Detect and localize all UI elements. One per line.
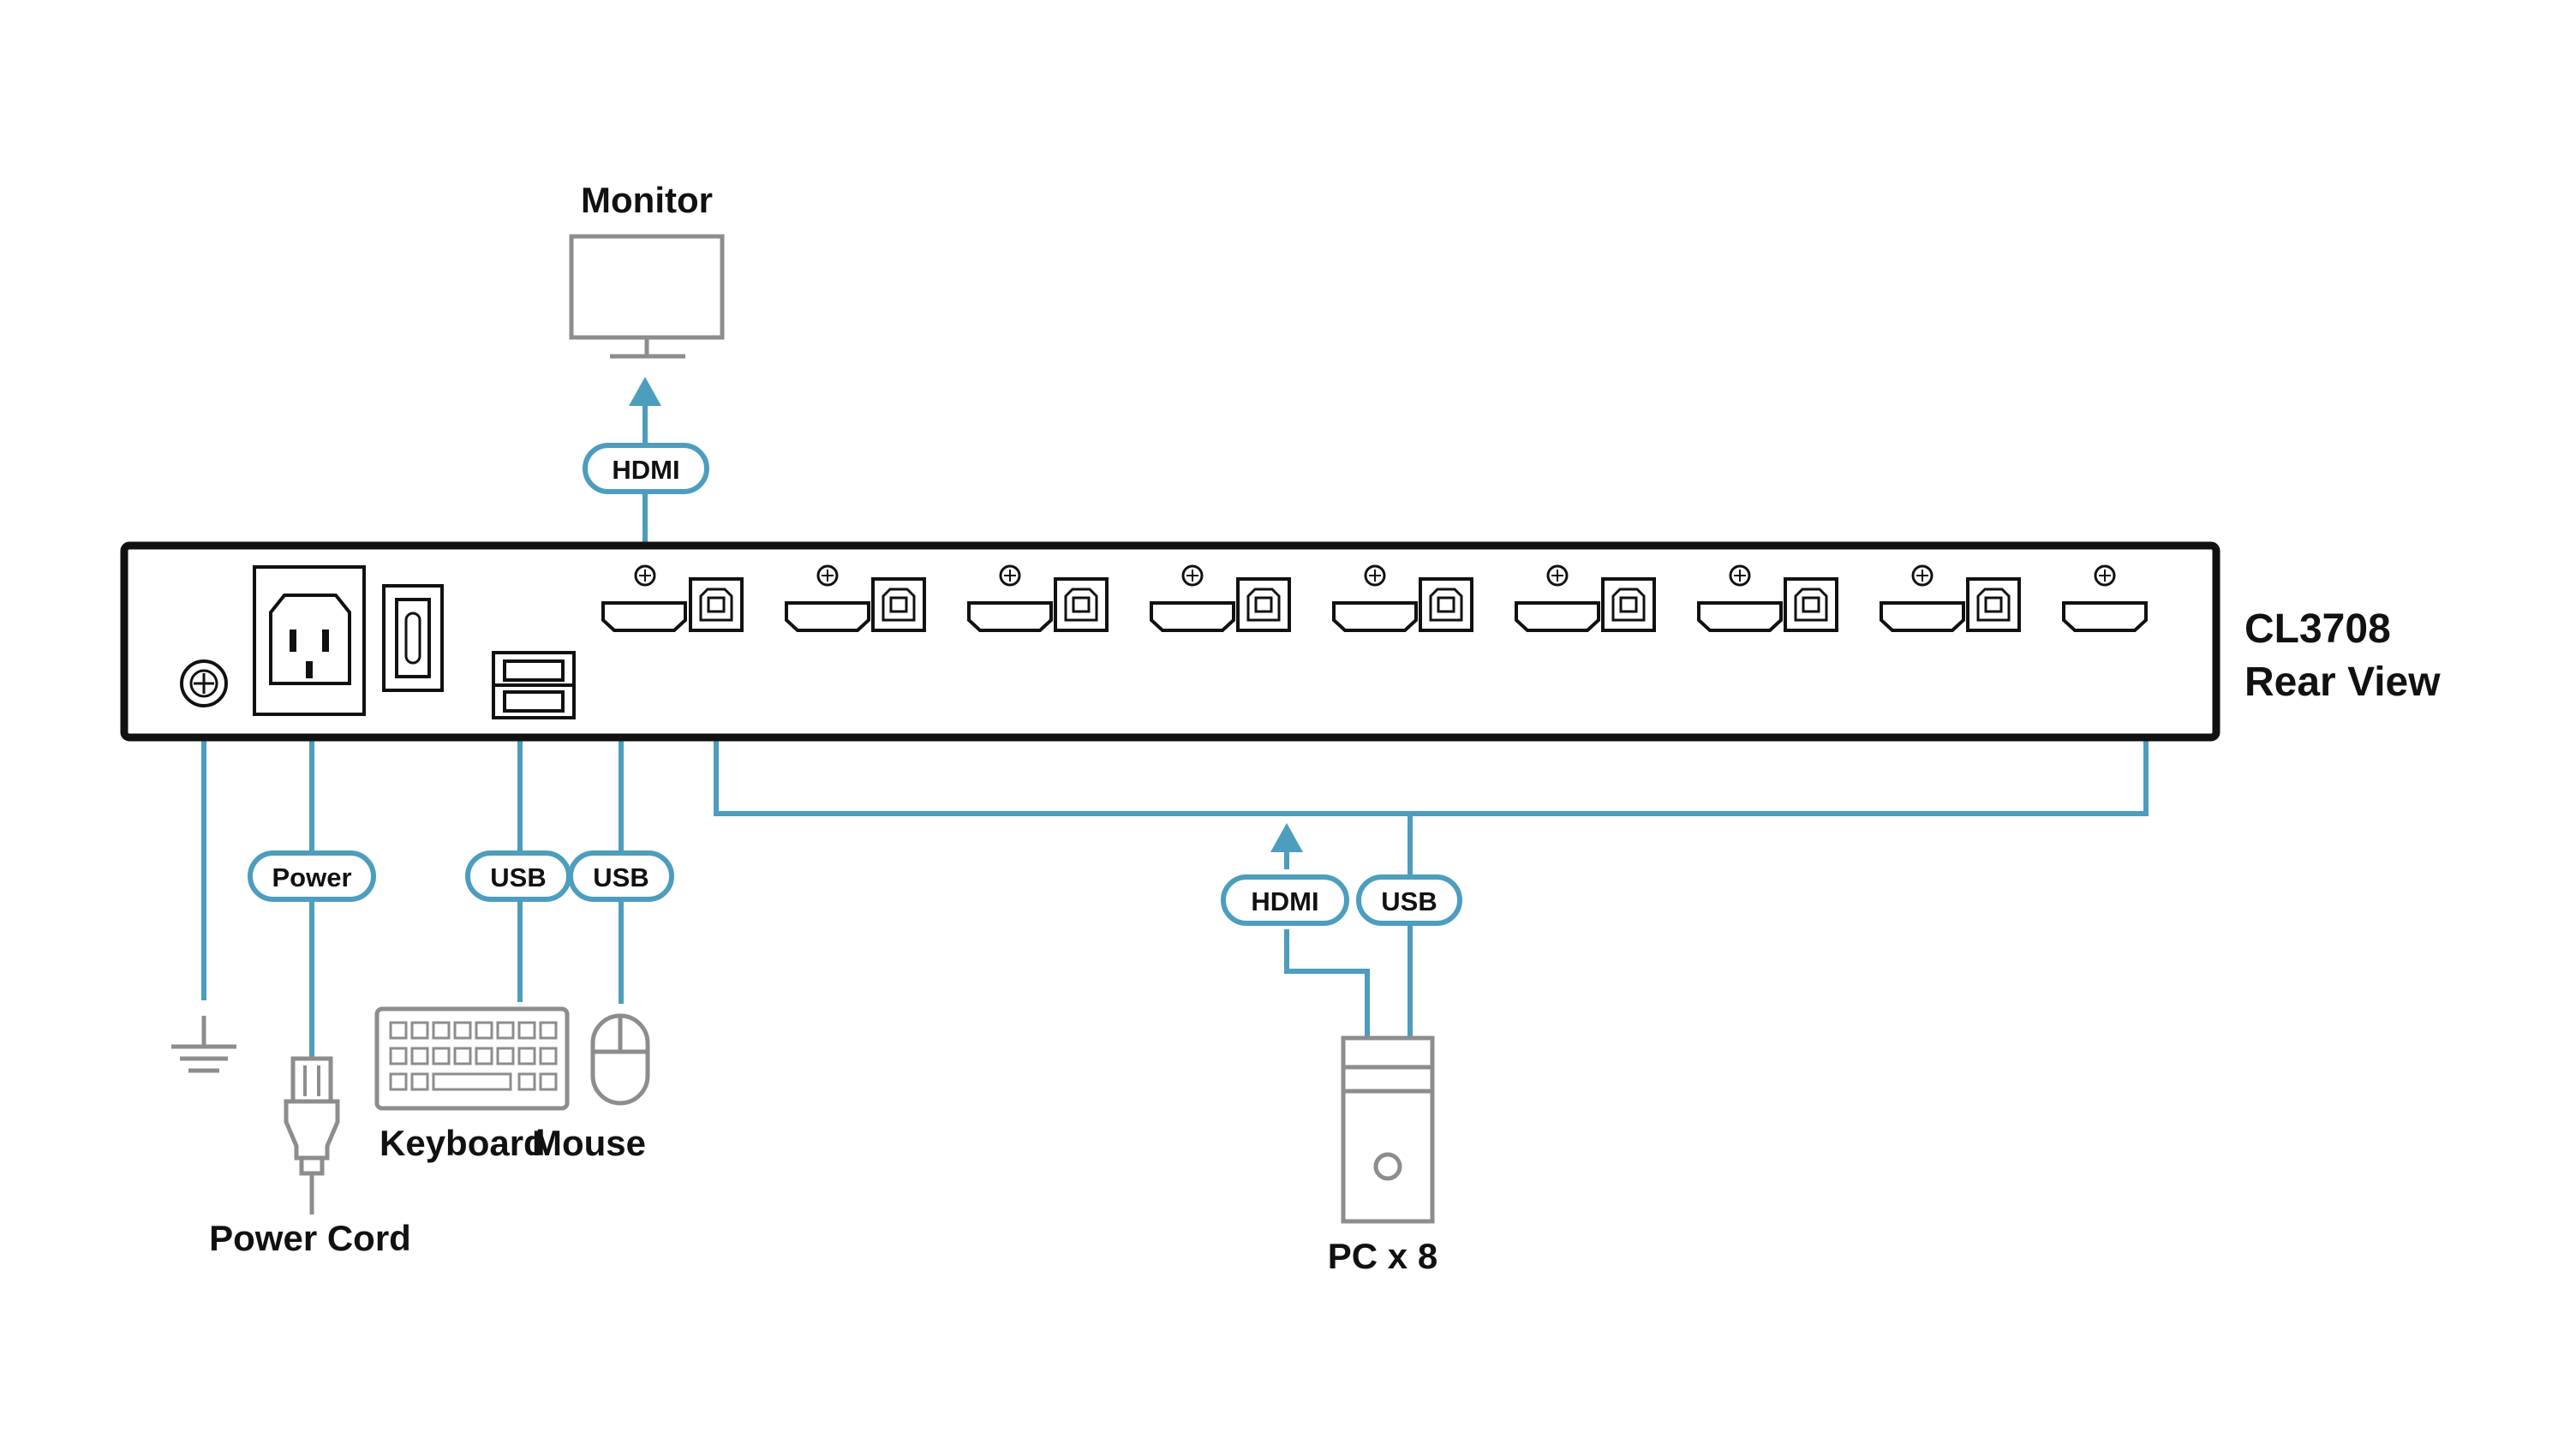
keyboard-key	[410, 1021, 429, 1040]
keyboard-key	[432, 1047, 451, 1065]
rear-panel	[120, 541, 2220, 742]
hdmi-port	[1880, 564, 1965, 632]
model-label: CL3708	[2244, 606, 2391, 652]
power-plug-icon	[284, 1056, 340, 1214]
pc-tower-icon	[1341, 1035, 1435, 1224]
pc-port-groups	[689, 564, 2148, 632]
chassis-outline	[120, 541, 2220, 742]
power-switch-icon	[382, 584, 444, 692]
cable-label-mouse-usb: USB	[568, 850, 674, 902]
keyboard-key	[496, 1021, 515, 1040]
keyboard-label: Keyboard	[380, 1123, 546, 1163]
pc-port-group	[871, 564, 1053, 632]
svg-text:USB: USB	[1381, 886, 1437, 916]
hdmi-port	[1150, 564, 1235, 632]
monitor-icon	[569, 234, 725, 359]
pc-hdmi-cable	[1284, 929, 1370, 1038]
mouse-label: Mouse	[532, 1123, 646, 1163]
usb-b-port	[1236, 577, 1291, 632]
power-inlet-icon	[253, 565, 366, 716]
hdmi-port	[1697, 564, 1783, 632]
keyboard-key	[453, 1047, 472, 1065]
ground-screw-icon	[180, 659, 228, 707]
keyboard-key	[410, 1072, 429, 1091]
hdmi-port	[1332, 564, 1418, 632]
mouse-icon	[590, 1013, 650, 1106]
keyboard-key	[410, 1047, 429, 1065]
cable-label-power: Power	[248, 850, 376, 902]
keyboard-key	[517, 1072, 536, 1091]
svg-text:HDMI: HDMI	[612, 455, 679, 485]
cable-label-pc-hdmi: HDMI	[1221, 874, 1349, 926]
usb-b-port	[1966, 577, 2021, 632]
cable-label-keyboard-usb: USB	[465, 850, 571, 902]
pc-arrow	[1270, 823, 1303, 852]
keyboard-key	[517, 1047, 536, 1065]
keyboard-key	[517, 1021, 536, 1040]
power-cord-label: Power Cord	[209, 1218, 411, 1258]
keyboard-key	[389, 1072, 408, 1091]
keyboard-key	[539, 1047, 558, 1065]
cable-label-monitor-hdmi: HDMI	[583, 443, 709, 494]
usb-b-port	[871, 577, 926, 632]
keyboard-key	[432, 1072, 512, 1091]
usb-b-port	[689, 577, 744, 632]
monitor-label: Monitor	[581, 180, 713, 220]
keyboard-key	[496, 1047, 515, 1065]
usb-b-port	[1419, 577, 1473, 632]
pc-port-group	[1419, 564, 1600, 632]
monitor-arrow	[629, 377, 661, 406]
pc-port-group	[1966, 564, 2148, 632]
keyboard-key	[389, 1021, 408, 1040]
usb-b-port	[1601, 577, 1656, 632]
pc-port-group	[1236, 564, 1418, 632]
keyboard-key	[432, 1021, 451, 1040]
keyboard-key	[453, 1021, 472, 1040]
ground-icon	[171, 1016, 236, 1073]
cable-label-pc-usb: USB	[1356, 874, 1462, 926]
keyboard-key	[539, 1072, 558, 1091]
svg-text:USB: USB	[593, 862, 648, 892]
svg-text:USB: USB	[490, 862, 546, 892]
usb-b-port	[1784, 577, 1838, 632]
pc-label: PC x 8	[1328, 1236, 1437, 1276]
hdmi-port	[2062, 564, 2148, 632]
pc-port-group	[1784, 564, 1965, 632]
hdmi-port	[1515, 564, 1600, 632]
keyboard-icon	[374, 1006, 570, 1111]
pc-port-group	[689, 564, 870, 632]
pc-port-group	[1601, 564, 1783, 632]
hdmi-port	[785, 564, 870, 632]
view-label: Rear View	[2244, 659, 2441, 705]
usb-b-port	[1054, 577, 1109, 632]
keyboard-key	[475, 1047, 493, 1065]
pc-port-group	[1054, 564, 1235, 632]
keyboard-key	[389, 1047, 408, 1065]
keyboard-key	[539, 1021, 558, 1040]
hdmi-port	[967, 564, 1053, 632]
console-usb-ports	[492, 651, 576, 719]
svg-text:HDMI: HDMI	[1251, 886, 1318, 916]
svg-text:Power: Power	[272, 862, 351, 892]
console-hdmi-port	[601, 564, 687, 632]
keyboard-key	[475, 1021, 493, 1040]
